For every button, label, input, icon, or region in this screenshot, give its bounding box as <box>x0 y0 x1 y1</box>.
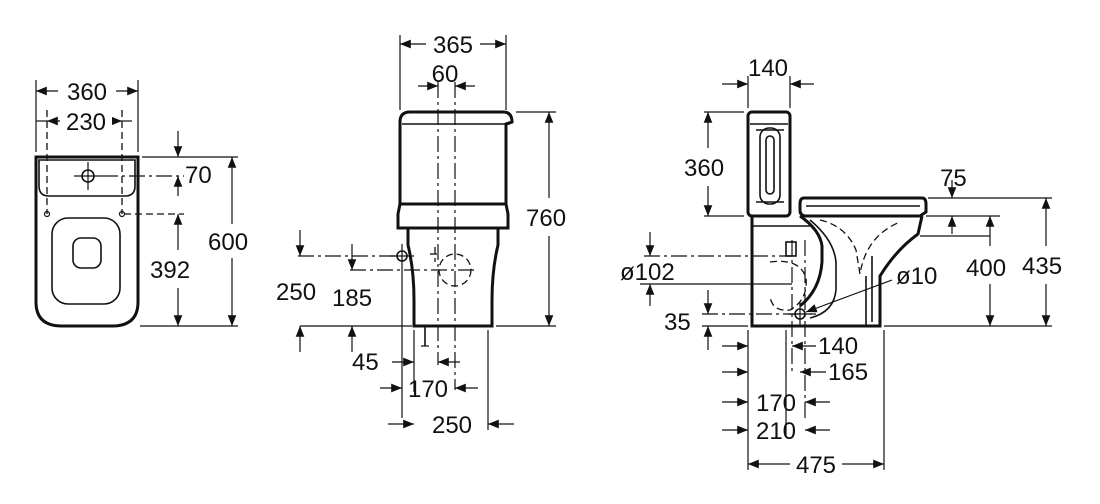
side-view-outlet-offset-170-label: 170 <box>756 390 796 417</box>
top-view-bowl-inner <box>72 237 102 269</box>
side-view-tank-depth-label: 140 <box>748 55 788 82</box>
top-view-hole-offset-label: 70 <box>185 162 212 189</box>
side-view-outlet-diameter-label: ø102 <box>620 259 675 286</box>
side-view-body <box>750 215 924 328</box>
top-view-depth-label: 600 <box>208 229 248 256</box>
top-view-outline <box>34 155 140 328</box>
top-view-fixing-depth-label: 392 <box>150 257 190 284</box>
top-view-hole-spacing-label: 230 <box>66 109 106 136</box>
side-view-outlet-offset-140-label: 140 <box>818 333 858 360</box>
front-view-pedestal <box>406 228 500 328</box>
front-view-offset-45-label: 45 <box>352 349 379 376</box>
side-view-rim-height-label: 400 <box>966 255 1006 282</box>
side-view-seat <box>798 196 928 218</box>
side-view: 140 360 75 ø102 ø10 400 435 35 140 <box>620 55 1062 479</box>
front-view-inlet-height-185-label: 185 <box>332 285 372 312</box>
side-view-tank <box>746 110 792 218</box>
top-view-tank-outline <box>38 159 136 197</box>
side-view-outlet-offset-210-label: 210 <box>756 418 796 445</box>
front-view-height-label: 760 <box>526 205 566 232</box>
front-view: 365 60 760 250 185 45 170 250 <box>276 32 566 439</box>
side-view-outlet-trap <box>809 219 837 319</box>
front-view-base-170-label: 170 <box>408 376 448 403</box>
top-view: 360 230 70 392 600 <box>34 78 248 328</box>
side-view-outlet-offset-165-label: 165 <box>828 359 868 386</box>
side-view-flush-mechanism <box>756 127 784 205</box>
front-view-valve-offset-label: 60 <box>432 61 459 88</box>
front-view-tank-width-label: 365 <box>433 32 473 59</box>
side-view-tank-height-label: 360 <box>684 155 724 182</box>
front-view-base-250-label: 250 <box>432 412 472 439</box>
side-view-seat-overhang-label: 75 <box>940 165 967 192</box>
front-view-joint <box>396 202 510 230</box>
side-view-outlet-height-label: 35 <box>664 309 691 336</box>
top-view-bowl-opening <box>51 217 121 305</box>
side-view-screw-diameter-label: ø10 <box>896 263 937 290</box>
front-view-tank <box>398 110 514 206</box>
top-view-width-label: 360 <box>67 79 107 106</box>
front-view-water-inlet-height-label: 250 <box>276 279 316 306</box>
side-view-seat-height-label: 435 <box>1022 253 1062 280</box>
side-view-total-depth-label: 475 <box>796 452 836 479</box>
